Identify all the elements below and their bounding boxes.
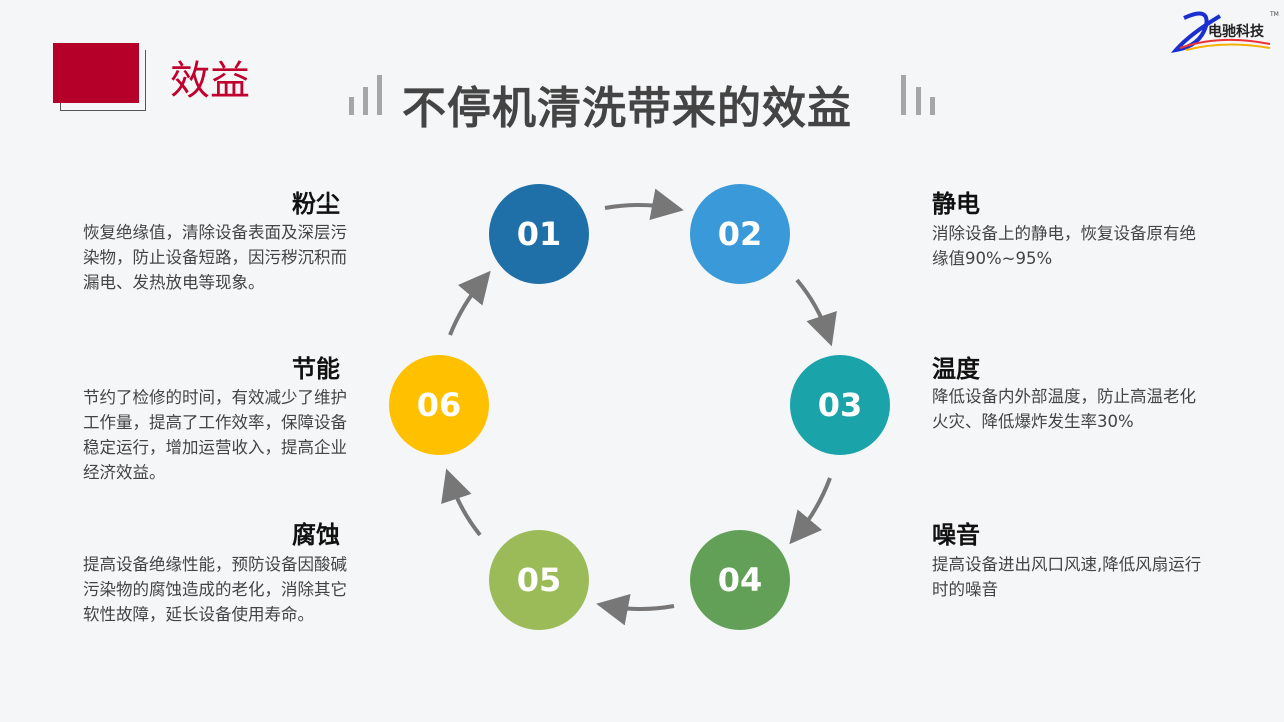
arrow-03-04 — [789, 477, 832, 545]
title-deco-bar — [916, 87, 921, 115]
benefit-text-corrosion: 提高设备绝缘性能，预防设备因酸碱污染物的腐蚀造成的老化，消除其它软性故障，延长设… — [83, 555, 347, 624]
benefit-title-static: 静电 — [932, 190, 980, 218]
arrow-02-03 — [795, 278, 837, 347]
benefit-title-noise: 噪音 — [932, 521, 980, 549]
svg-text:TM: TM — [1269, 11, 1279, 18]
title-deco-bar — [363, 87, 368, 115]
step-circle-01: 01 — [489, 184, 589, 284]
page-title: 不停机清洗带来的效益 — [402, 83, 852, 134]
title-deco-bar — [930, 97, 935, 115]
section-label: 效益 — [170, 58, 250, 104]
title-deco-bar — [349, 97, 354, 115]
benefit-text-temperature: 降低设备内外部温度，防止高温老化火灾、降低爆炸发生率30% — [932, 387, 1196, 431]
step-circle-04: 04 — [690, 530, 790, 630]
step-circle-02: 02 — [690, 184, 790, 284]
benefit-text-noise: 提高设备进出风口风速,降低风扇运行时的噪音 — [932, 555, 1202, 599]
section-marker — [53, 43, 139, 103]
svg-text:电驰科技: 电驰科技 — [1208, 23, 1265, 40]
benefit-text-static: 消除设备上的静电，恢复设备原有绝缘值90%~95% — [932, 224, 1196, 268]
arrow-05-06 — [441, 468, 482, 537]
benefit-title-temperature: 温度 — [932, 355, 980, 383]
benefit-text-dust: 恢复绝缘值，清除设备表面及深层污染物，防止设备短路，因污秽沉积而漏电、发热放电等… — [83, 223, 347, 292]
step-circle-06: 06 — [389, 355, 489, 455]
benefit-title-energy: 节能 — [292, 355, 340, 383]
benefit-title-corrosion: 腐蚀 — [292, 521, 340, 549]
step-circle-03: 03 — [790, 355, 890, 455]
arrow-06-01 — [448, 270, 491, 336]
title-deco-bar — [377, 75, 382, 115]
title-deco-bar — [901, 75, 906, 115]
benefit-text-energy: 节约了检修的时间，有效减少了维护工作量，提高了工作效率，保障设备稳定运行，增加运… — [83, 388, 347, 482]
arrow-01-02 — [604, 188, 684, 221]
company-logo: 电驰科技 TM — [1170, 4, 1280, 54]
step-circle-05: 05 — [489, 530, 589, 630]
arrow-04-05 — [596, 593, 675, 626]
benefit-title-dust: 粉尘 — [292, 190, 340, 218]
